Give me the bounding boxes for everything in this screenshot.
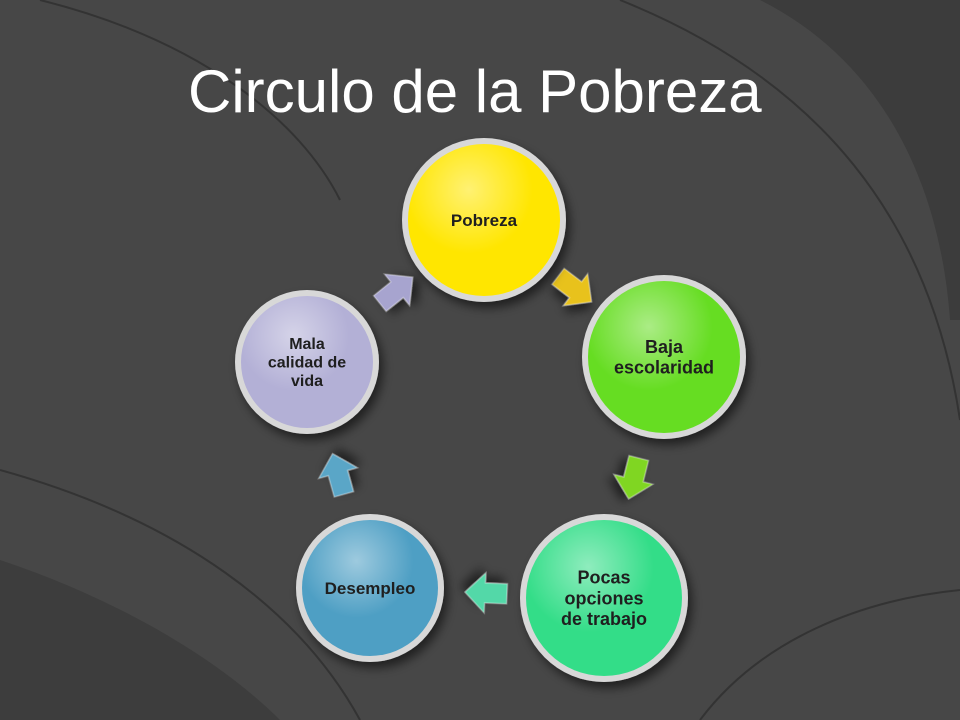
- arrow-baja-escolaridad-to-pocas-opciones: [612, 454, 655, 500]
- node-label: Pobreza: [451, 211, 518, 230]
- node-label: Mala: [289, 336, 325, 353]
- node-label: escolaridad: [614, 358, 714, 378]
- cycle-arrows: [317, 267, 655, 615]
- node-highlight: [526, 520, 682, 676]
- node-label: de trabajo: [561, 609, 647, 629]
- node-label: opciones: [564, 588, 643, 608]
- node-highlight: [241, 296, 373, 428]
- node-label: Baja: [645, 337, 684, 357]
- node-label: vida: [291, 373, 323, 390]
- node-label: Desempleo: [325, 579, 416, 598]
- arrow-pocas-opciones-to-desempleo: [463, 571, 509, 615]
- node-label: Pocas: [577, 568, 630, 588]
- node-desempleo: Desempleo: [296, 514, 444, 662]
- arrow-mala-calidad-to-pobreza: [372, 273, 414, 313]
- arrow-pobreza-to-baja-escolaridad: [550, 267, 593, 307]
- node-highlight: [302, 520, 438, 656]
- arrow-desempleo-to-mala-calidad: [317, 452, 360, 498]
- node-pobreza: Pobreza: [402, 138, 566, 302]
- node-label: calidad de: [268, 355, 346, 372]
- slide-title: Circulo de la Pobreza: [188, 58, 762, 125]
- node-highlight: [588, 281, 740, 433]
- node-highlight: [408, 144, 560, 296]
